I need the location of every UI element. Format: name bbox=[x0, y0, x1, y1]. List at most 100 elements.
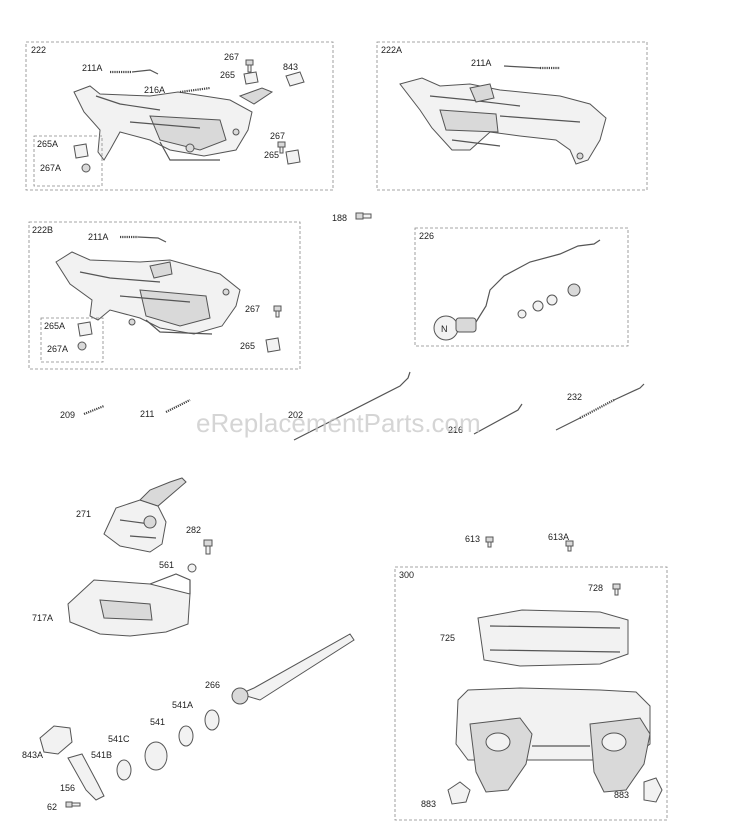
svg-text:N: N bbox=[441, 324, 448, 334]
box-label-226: 226 bbox=[419, 231, 434, 241]
label-843A: 843A bbox=[22, 750, 43, 760]
label-202: 202 bbox=[288, 410, 303, 420]
box-label-300: 300 bbox=[399, 570, 414, 580]
muffler-300[interactable] bbox=[455, 687, 651, 793]
washer-541[interactable] bbox=[178, 725, 194, 747]
screw-613[interactable] bbox=[485, 536, 494, 548]
label-271: 271 bbox=[76, 509, 91, 519]
clip-265-1[interactable] bbox=[243, 71, 259, 85]
screw-728[interactable] bbox=[612, 583, 621, 596]
label-211A-3: 211A bbox=[88, 232, 108, 242]
label-211A-2: 211A bbox=[471, 58, 491, 68]
label-843: 843 bbox=[283, 62, 298, 72]
label-613: 613 bbox=[465, 534, 480, 544]
label-62: 62 bbox=[47, 802, 57, 812]
clip-843[interactable] bbox=[285, 71, 305, 87]
label-188: 188 bbox=[332, 213, 347, 223]
label-267-1: 267 bbox=[224, 52, 239, 62]
box-226: 226 N bbox=[414, 227, 629, 347]
lever-156[interactable] bbox=[67, 753, 105, 801]
screw-62[interactable] bbox=[65, 801, 81, 808]
label-541A: 541A bbox=[172, 700, 193, 710]
spring-211[interactable] bbox=[165, 399, 191, 413]
gasket-883-2[interactable] bbox=[643, 777, 663, 803]
label-266: 266 bbox=[205, 680, 220, 690]
label-282: 282 bbox=[186, 525, 201, 535]
spring-209[interactable] bbox=[83, 404, 105, 416]
label-541C: 541C bbox=[108, 734, 130, 744]
spring-232[interactable] bbox=[579, 399, 615, 419]
label-613A: 613A bbox=[548, 532, 569, 542]
nut-561[interactable] bbox=[187, 563, 197, 573]
choke-cable-226[interactable]: N bbox=[433, 239, 601, 341]
screw-267-1[interactable] bbox=[245, 59, 254, 73]
clip-265-2[interactable] bbox=[285, 149, 301, 165]
label-717A: 717A bbox=[32, 613, 53, 623]
label-209: 209 bbox=[60, 410, 75, 420]
label-728: 728 bbox=[588, 583, 603, 593]
label-265-1: 265 bbox=[220, 70, 235, 80]
link-202[interactable] bbox=[293, 371, 411, 441]
gasket-883-1[interactable] bbox=[447, 781, 471, 805]
box-222: 222 211A 267 265 843 216A 267 265 265A bbox=[25, 41, 334, 191]
label-156: 156 bbox=[60, 783, 75, 793]
box-222A: 222A 211A bbox=[376, 41, 648, 191]
control-bracket-222B[interactable] bbox=[55, 251, 241, 335]
label-883-1: 883 bbox=[421, 799, 436, 809]
label-541: 541 bbox=[150, 717, 165, 727]
spring-232-hook bbox=[555, 383, 645, 431]
label-216A: 216A bbox=[144, 85, 165, 95]
nuts-washers-226[interactable] bbox=[517, 283, 581, 319]
air-shroud-717A[interactable] bbox=[67, 573, 191, 637]
label-267-3: 267 bbox=[245, 304, 260, 314]
spring-216A[interactable] bbox=[179, 86, 211, 94]
washer-541B[interactable] bbox=[116, 759, 132, 781]
inset-265A-1: 265A 267A bbox=[33, 135, 103, 187]
inset-label-265A-2: 265A bbox=[44, 321, 65, 331]
label-725: 725 bbox=[440, 633, 455, 643]
governor-control-271[interactable] bbox=[103, 477, 187, 553]
link-216[interactable] bbox=[473, 403, 523, 435]
nut-267A-1[interactable] bbox=[81, 163, 91, 173]
label-232: 232 bbox=[567, 392, 582, 402]
governor-shaft-266[interactable] bbox=[231, 633, 355, 705]
spring-hook-211A-1 bbox=[131, 69, 159, 75]
label-216: 216 bbox=[448, 425, 463, 435]
box-300: 300 728 725 883 883 bbox=[394, 566, 668, 821]
label-561: 561 bbox=[159, 560, 174, 570]
label-211: 211 bbox=[140, 409, 154, 419]
box-label-222B: 222B bbox=[32, 225, 53, 235]
control-bracket-222A[interactable] bbox=[399, 77, 607, 165]
screw-282[interactable] bbox=[203, 539, 213, 555]
screw-613A[interactable] bbox=[565, 540, 574, 552]
box-label-222: 222 bbox=[31, 45, 46, 55]
inset-label-265A-1: 265A bbox=[37, 139, 58, 149]
label-265-3: 265 bbox=[240, 341, 255, 351]
clip-265A-1[interactable] bbox=[73, 143, 89, 159]
label-265-2: 265 bbox=[264, 150, 279, 160]
gear-541C[interactable] bbox=[144, 741, 168, 771]
screw-267-2[interactable] bbox=[277, 141, 286, 154]
control-bracket-222[interactable] bbox=[73, 85, 274, 161]
spring-hook-211A-3 bbox=[137, 236, 167, 243]
inset-265A-2: 265A 267A bbox=[40, 317, 104, 363]
spring-hook-211A-2 bbox=[503, 65, 541, 69]
clip-265A-2[interactable] bbox=[77, 321, 93, 337]
nut-267A-2[interactable] bbox=[77, 341, 87, 351]
screw-188[interactable] bbox=[355, 212, 372, 220]
label-541B: 541B bbox=[91, 750, 112, 760]
muffler-guard-725[interactable] bbox=[477, 609, 629, 667]
label-267-2: 267 bbox=[270, 131, 285, 141]
label-267A-2: 267A bbox=[47, 344, 68, 354]
screw-267-3[interactable] bbox=[273, 305, 282, 318]
clip-265-3[interactable] bbox=[265, 337, 281, 353]
label-883-2: 883 bbox=[614, 790, 629, 800]
box-222B: 222B 211A 267 265 265A 267A bbox=[28, 221, 301, 370]
label-267A-1: 267A bbox=[40, 163, 61, 173]
cover-843A[interactable] bbox=[39, 725, 73, 755]
box-label-222A: 222A bbox=[381, 45, 402, 55]
watermark: eReplacementParts.com bbox=[196, 408, 481, 438]
label-211A-1: 211A bbox=[82, 63, 102, 73]
washer-541A[interactable] bbox=[204, 709, 220, 731]
